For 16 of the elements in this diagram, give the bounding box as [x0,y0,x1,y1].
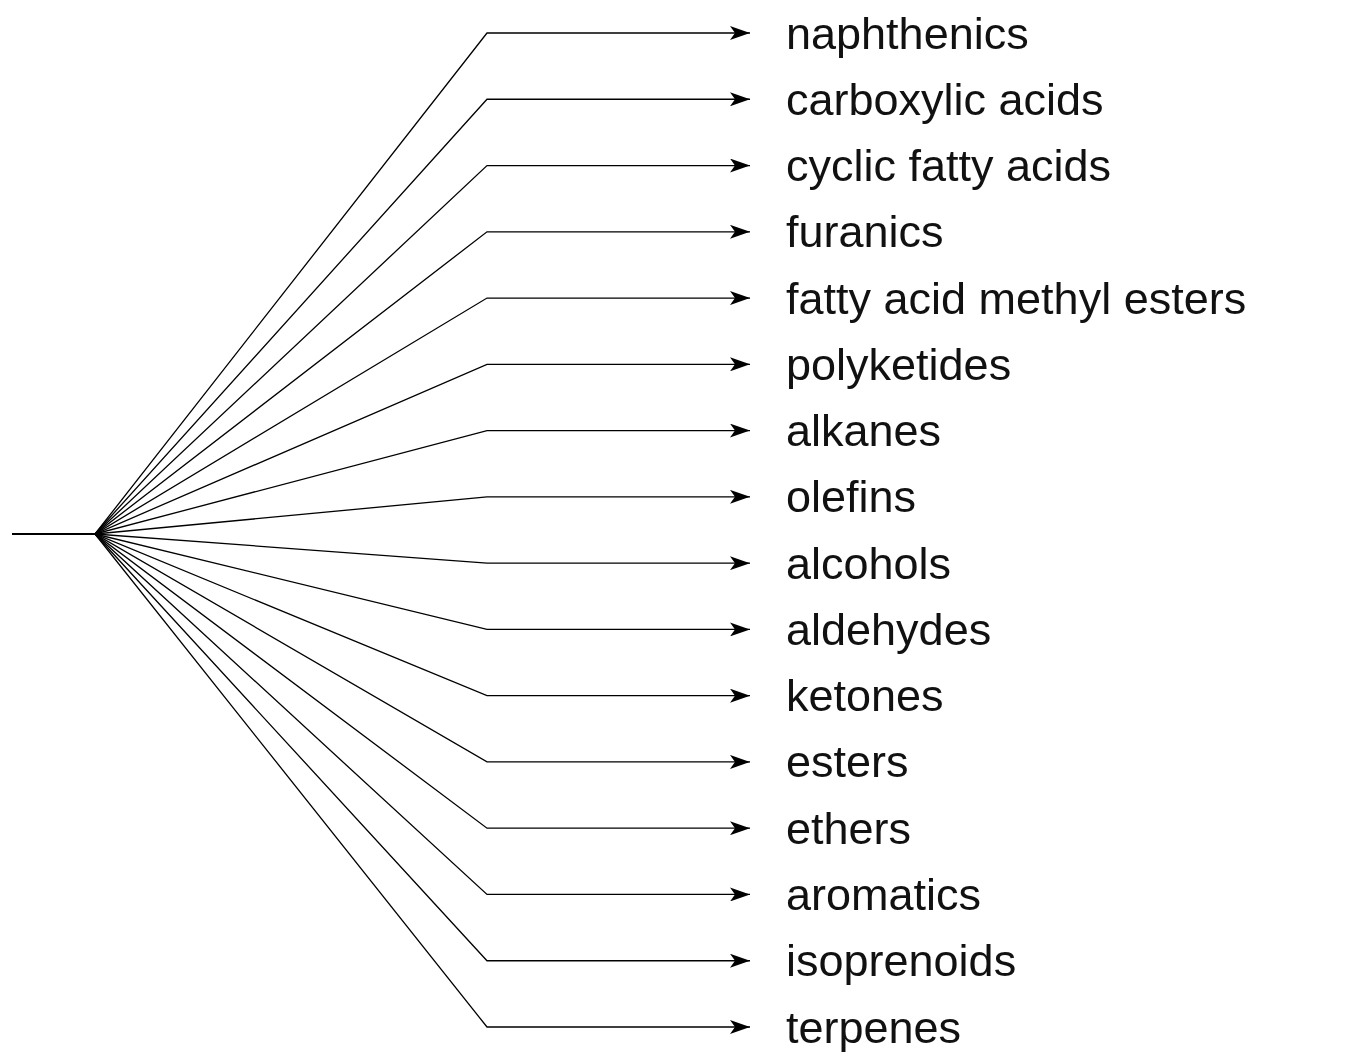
category-label: carboxylic acids [786,76,1104,122]
category-label: olefins [786,474,917,520]
category-label: furanics [786,209,944,255]
category-label: aldehydes [786,606,992,652]
category-label: terpenes [786,1004,962,1050]
category-label: isoprenoids [786,938,1017,984]
category-label: alcohols [786,540,952,586]
category-label: ketones [786,673,944,719]
category-label: aromatics [786,871,982,917]
category-label: naphthenics [786,10,1029,56]
category-label: ethers [786,805,912,851]
category-label: cyclic fatty acids [786,143,1112,189]
category-label: alkanes [786,408,942,454]
category-label: fatty acid methyl esters [786,275,1247,321]
category-label: polyketides [786,341,1012,387]
category-label: esters [786,739,909,785]
